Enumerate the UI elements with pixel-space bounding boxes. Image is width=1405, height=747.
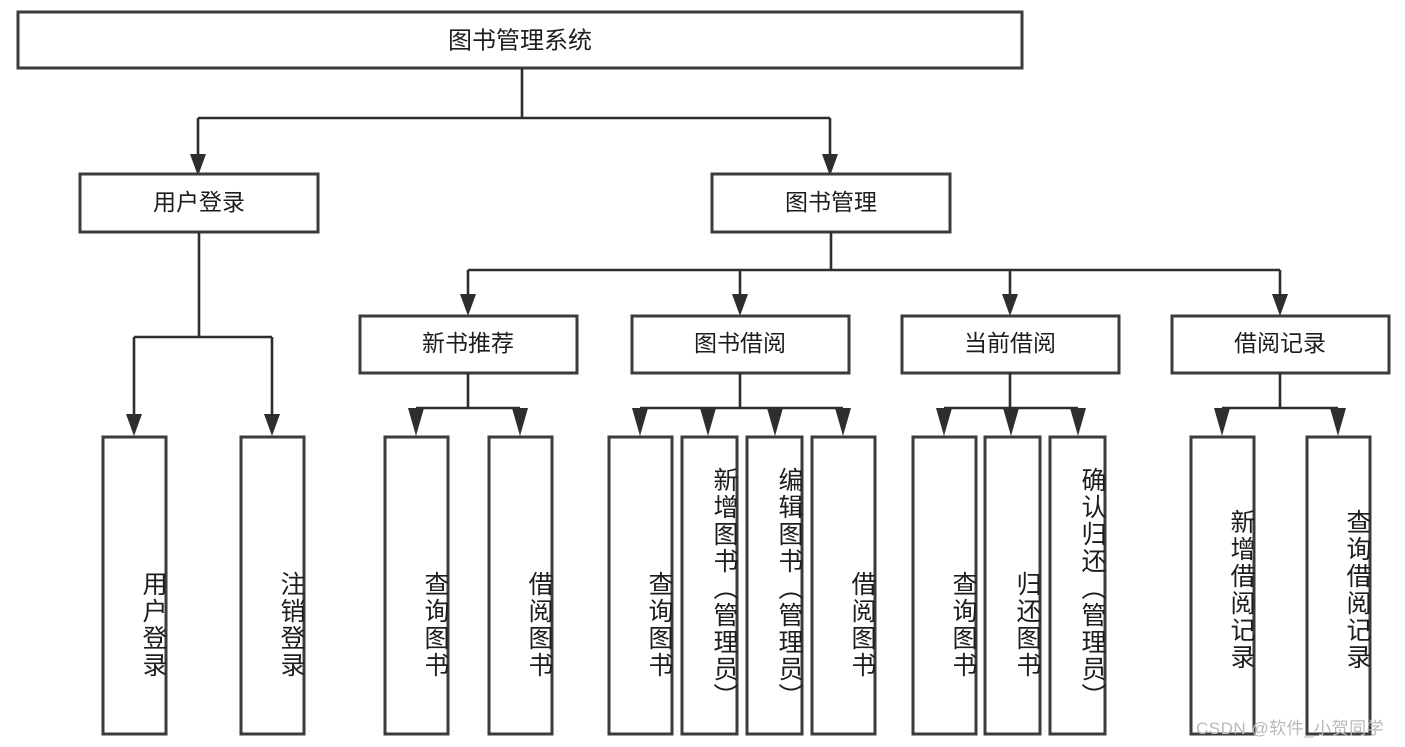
arrow-to-user-login <box>190 154 206 176</box>
node-borrow-record-label: 借阅记录 <box>1234 330 1326 356</box>
node-new-book-recommend-label: 新书推荐 <box>422 330 514 356</box>
arrow-ul-leaf-0 <box>126 414 142 436</box>
arrow-to-borrow-record <box>1272 294 1288 316</box>
leaf-box-current-borrow-2[interactable] <box>1048 435 1107 736</box>
arrow-to-book-borrow <box>732 294 748 316</box>
leaf-box-borrow-record-0[interactable] <box>1189 435 1256 736</box>
node-user-login-box <box>78 172 320 234</box>
leaf-box-book-borrow-1[interactable] <box>680 435 739 736</box>
node-new-book-recommend-box <box>358 314 579 375</box>
arrow-cb-leaf-2 <box>1070 408 1086 436</box>
leaf-box-new-book-1[interactable] <box>487 435 554 736</box>
node-book-manage-label: 图书管理 <box>785 189 877 215</box>
node-book-borrow[interactable]: 图书借阅 <box>630 314 851 375</box>
node-current-borrow-label: 当前借阅 <box>964 330 1056 356</box>
arrow-bb-leaf-2 <box>767 408 783 436</box>
arrow-to-book-manage <box>822 154 838 176</box>
node-borrow-record[interactable]: 借阅记录 <box>1170 314 1391 375</box>
arrow-ul-leaf-1 <box>264 414 280 436</box>
arrow-br-leaf-1 <box>1330 408 1346 436</box>
node-user-login[interactable]: 用户登录 <box>78 172 320 234</box>
node-root-system[interactable]: 图书管理系统 <box>16 10 1024 70</box>
arrow-to-new-book <box>460 294 476 316</box>
arrow-nbr-leaf-0 <box>408 408 424 436</box>
arrow-bb-leaf-0 <box>632 408 648 436</box>
arrow-cb-leaf-1 <box>1003 408 1019 436</box>
node-borrow-record-box <box>1170 314 1391 375</box>
csdn-watermark: CSDN @软件_小贺同学 <box>1196 719 1385 738</box>
leaf-box-current-borrow-0[interactable] <box>911 435 978 736</box>
leaf-box-user-login-0[interactable] <box>101 435 168 736</box>
arrow-cb-leaf-0 <box>936 408 952 436</box>
node-current-borrow-box <box>900 314 1121 375</box>
node-root-system-box <box>16 10 1024 70</box>
node-user-login-label: 用户登录 <box>153 189 245 215</box>
leaf-box-current-borrow-1[interactable] <box>983 435 1042 736</box>
node-book-manage-box <box>710 172 952 234</box>
leaf-box-new-book-0[interactable] <box>383 435 450 736</box>
leaf-box-book-borrow-2[interactable] <box>745 435 804 736</box>
leaf-box-borrow-record-1[interactable] <box>1305 435 1372 736</box>
node-current-borrow[interactable]: 当前借阅 <box>900 314 1121 375</box>
node-root-system-label: 图书管理系统 <box>448 27 592 54</box>
node-new-book-recommend[interactable]: 新书推荐 <box>358 314 579 375</box>
arrow-bb-leaf-3 <box>835 408 851 436</box>
arrow-br-leaf-0 <box>1214 408 1230 436</box>
leaf-box-user-login-1[interactable] <box>239 435 306 736</box>
node-book-manage[interactable]: 图书管理 <box>710 172 952 234</box>
node-book-borrow-label: 图书借阅 <box>694 330 786 356</box>
leaf-box-book-borrow-3[interactable] <box>810 435 877 736</box>
arrow-bb-leaf-1 <box>700 408 716 436</box>
node-book-borrow-box <box>630 314 851 375</box>
arrow-to-current-borrow <box>1002 294 1018 316</box>
leaf-box-book-borrow-0[interactable] <box>607 435 674 736</box>
arrow-nbr-leaf-1 <box>512 408 528 436</box>
